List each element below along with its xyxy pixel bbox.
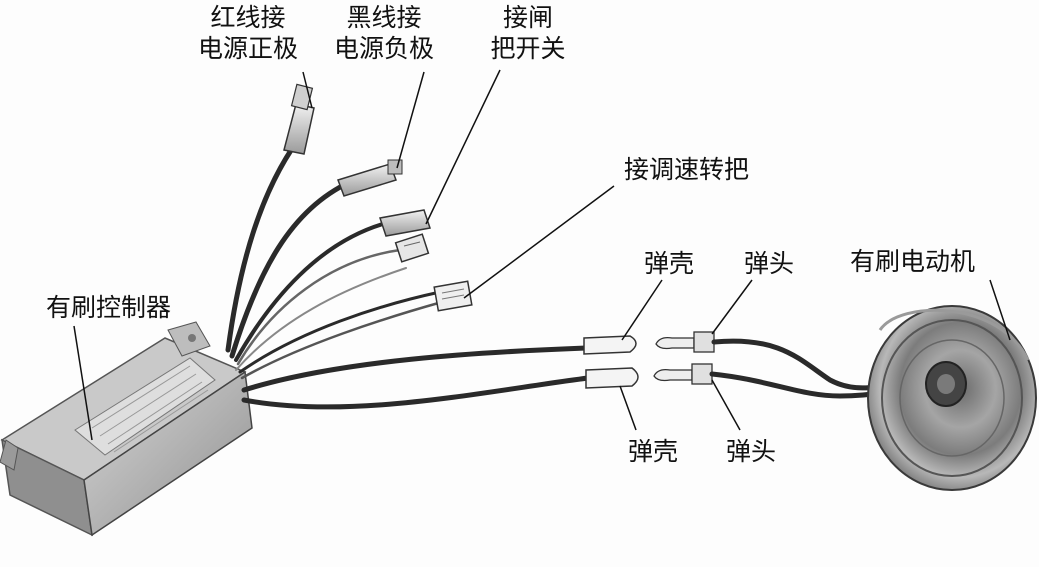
leader-socket-top	[621, 279, 663, 341]
label-brake-switch-line1: 接闸	[502, 3, 553, 32]
label-black-wire-line2: 电源负极	[333, 34, 434, 63]
label-red-wire-line2: 电源正极	[197, 34, 298, 63]
leader-lines	[73, 69, 1011, 441]
leader-black-wire	[396, 71, 425, 169]
label-brake-switch: 接闸 把开关	[478, 2, 578, 64]
label-plug-top: 弹头	[744, 249, 795, 278]
leader-plug-top	[711, 279, 753, 335]
label-plug-bottom: 弹头	[726, 437, 777, 466]
leader-controller	[73, 325, 93, 441]
label-throttle: 接调速转把	[624, 155, 750, 184]
brake-switch-connector	[379, 209, 431, 263]
label-red-wire-line1: 红线接	[210, 3, 286, 32]
bullet-plug-top	[655, 331, 715, 353]
label-brake-switch-line2: 把开关	[490, 34, 566, 63]
controller-box	[0, 321, 253, 537]
leader-motor	[989, 279, 1011, 341]
leader-socket-bottom	[619, 385, 637, 431]
label-black-wire-line1: 黑线接	[346, 3, 422, 32]
bullet-socket-bottom	[585, 367, 639, 389]
label-socket-top: 弹壳	[644, 249, 695, 278]
controller-label-plate	[74, 357, 216, 456]
brushed-motor	[867, 305, 1037, 491]
leader-plug-bottom	[711, 379, 741, 431]
leader-red-wire	[302, 71, 313, 109]
leader-throttle	[463, 185, 615, 299]
throttle-connector	[433, 280, 473, 312]
label-red-wire: 红线接 电源正极	[186, 2, 310, 64]
bullet-socket-top	[583, 335, 637, 355]
label-controller: 有刷控制器	[46, 293, 172, 322]
bullet-plug-bottom	[653, 363, 713, 385]
controller-wires	[225, 137, 591, 410]
label-socket-bottom: 弹壳	[628, 437, 679, 466]
black-wire-connector	[337, 159, 403, 197]
leader-brake-switch	[425, 69, 501, 225]
label-black-wire: 黑线接 电源负极	[322, 2, 446, 64]
red-wire-connector	[283, 83, 315, 155]
label-motor: 有刷电动机	[850, 247, 976, 276]
